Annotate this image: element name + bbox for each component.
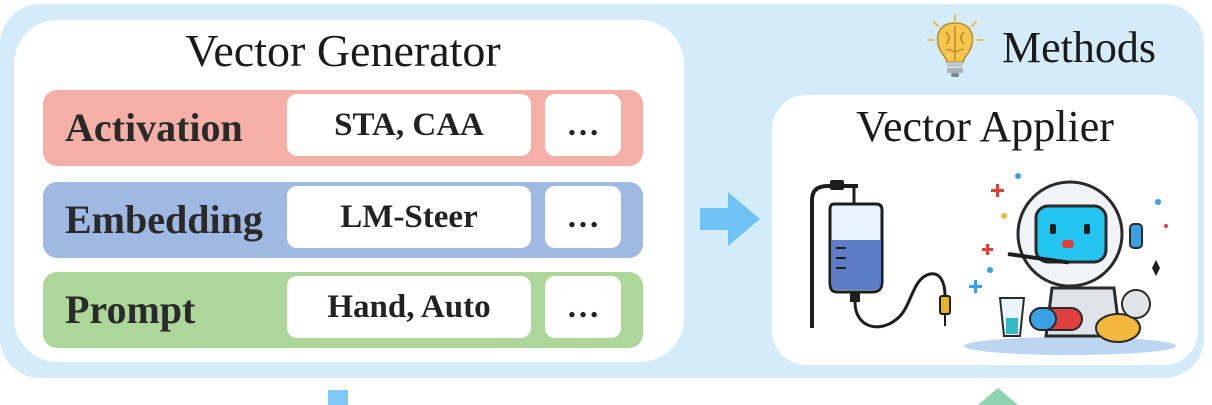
row-prompt: Prompt Hand, Auto … xyxy=(43,272,643,348)
arrow-right-icon xyxy=(700,192,760,246)
method-box: STA, CAA xyxy=(287,94,531,156)
vector-applier-title: Vector Applier xyxy=(856,102,1114,151)
up-arrow-icon xyxy=(978,388,1018,405)
row-embedding: Embedding LM-Steer … xyxy=(43,182,643,258)
robot-astronaut-icon xyxy=(964,173,1176,355)
row-activation: Activation STA, CAA … xyxy=(43,90,643,166)
more-box: … xyxy=(545,276,621,338)
row-label: Embedding xyxy=(65,197,263,242)
row-label: Prompt xyxy=(65,287,196,332)
brain-lightbulb-icon xyxy=(927,14,983,77)
bottom-arrow-stub xyxy=(328,390,348,405)
method-box: LM-Steer xyxy=(287,186,531,248)
method-box: Hand, Auto xyxy=(287,276,531,338)
methods-label: Methods xyxy=(1002,23,1156,72)
iv-drip-icon xyxy=(810,180,951,329)
row-label: Activation xyxy=(65,105,243,150)
more-box: … xyxy=(545,186,621,248)
vector-generator-title: Vector Generator xyxy=(185,25,501,76)
more-box: … xyxy=(545,94,621,156)
